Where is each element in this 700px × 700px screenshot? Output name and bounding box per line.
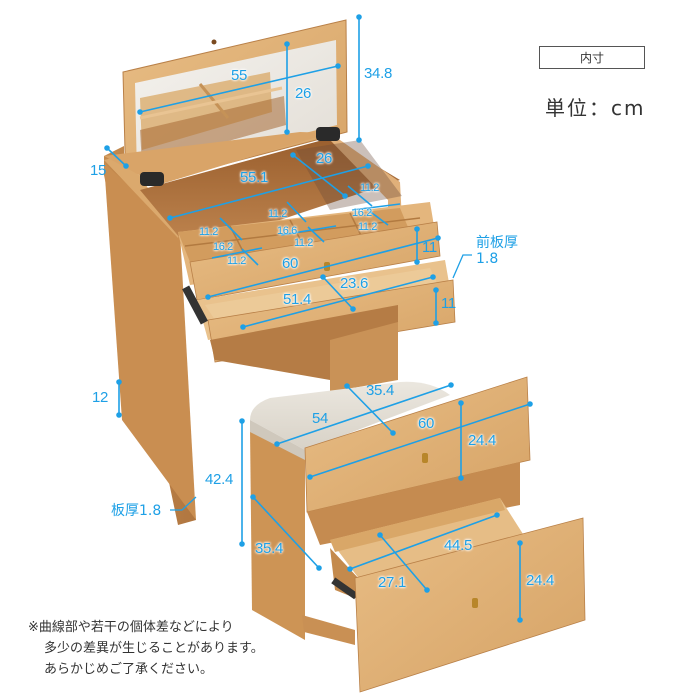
dim-top-drawer-height: 11 [422,239,437,256]
dim-lower-drawer-width: 44.5 [444,537,472,554]
dim-compartment: 11.2 [268,208,287,220]
dim-stool-drawer-width: 60 [418,415,435,432]
dim-mirror-width: 55 [231,67,248,84]
dim-seat-width: 54 [312,410,329,427]
panel-thickness-callout: 板厚1.8 [111,503,162,519]
callout-leaders [170,254,472,511]
dim-leg-gap: 12 [92,389,109,406]
dim-lid-height: 34.8 [364,65,392,82]
dim-seat-depth: 35.4 [366,382,394,399]
vanity-dresser [104,19,456,525]
dim-compartment: 16.2 [352,207,372,219]
disclaimer-note: ※曲線部や若干の個体差などにより 多少の差異が生じることがあります。 あらかじめ… [28,617,264,680]
dim-compartment: 11.2 [227,255,246,267]
dim-stool-drawer-height: 24.4 [468,432,496,449]
front-panel-label: 前板厚 [476,235,518,251]
dim-tray-width: 55.1 [240,169,268,186]
dim-lower-drawer-depth: 27.1 [378,574,406,591]
stool [250,376,586,693]
note-line: あらかじめご了承ください。 [44,662,214,677]
dim-tray-depth: 26 [316,150,333,167]
dim-lower-drawer-height: 24.4 [526,572,554,589]
dim-compartment: 11.2 [294,237,313,249]
dim-compartment: 11.2 [360,182,379,194]
dim-compartment: 16.2 [213,241,233,253]
dim-drawer2-depth: 23.6 [340,275,368,292]
dim-stool-height: 42.4 [205,471,233,488]
dim-mirror-height: 26 [295,85,312,102]
front-panel-thickness-callout: 前板厚 1.8 [476,235,518,267]
unit-label: 単位：cm [545,96,646,120]
dim-side-depth: 15 [90,162,107,179]
dimension-lines [104,14,533,623]
note-line: ※曲線部や若干の個体差などにより [28,620,234,635]
dim-stool-side-depth: 35.4 [255,540,283,557]
note-line: 多少の差異が生じることがあります。 [44,641,264,656]
dim-drawer2-width: 51.4 [283,291,311,308]
dim-top-drawer-width: 60 [282,255,299,272]
dim-compartment: 11.2 [199,226,218,238]
inner-dimension-legend-box: 内寸 [539,46,645,69]
dim-drawer2-height: 11 [441,295,456,312]
dim-compartment: 16.6 [277,225,297,237]
front-panel-value: 1.8 [476,251,499,268]
dim-compartment: 11.2 [358,221,377,233]
